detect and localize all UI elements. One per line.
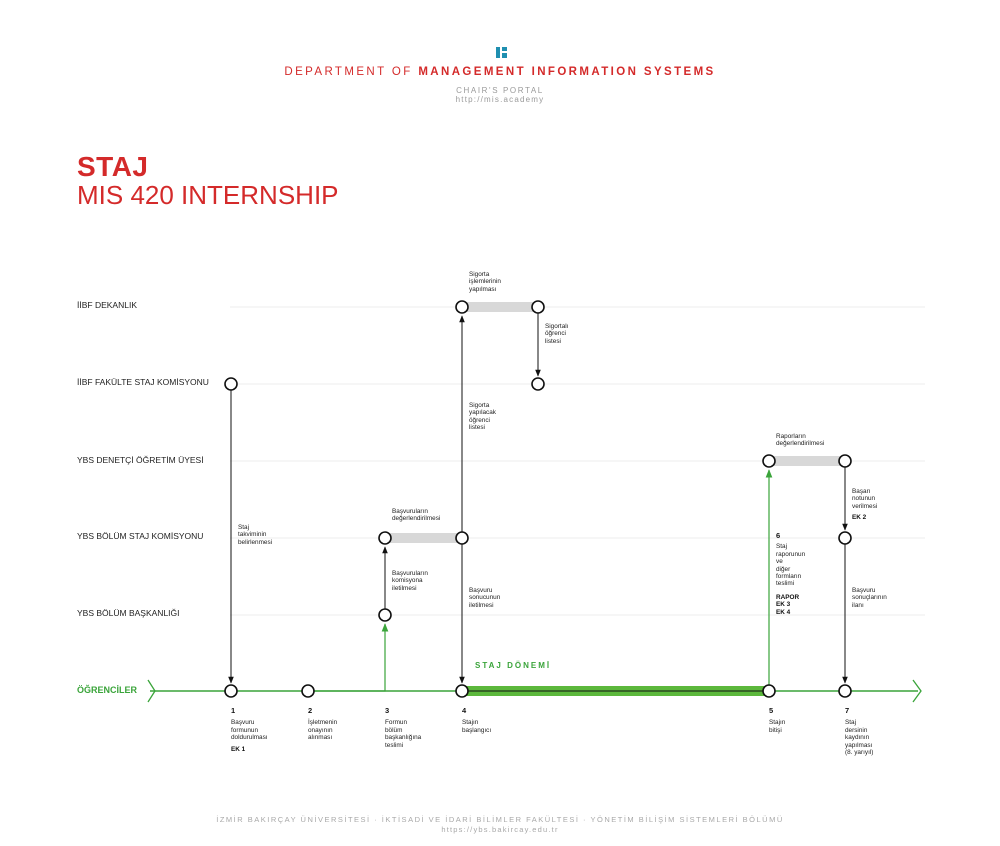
node-step-1: [224, 684, 238, 698]
lane-guides: [230, 306, 925, 616]
step-6-number: 6: [776, 531, 781, 540]
node-degerlendirme-baslangic: [378, 531, 392, 545]
node-fakulte-takvim: [224, 377, 238, 391]
timeline-end-chevron: [912, 679, 922, 703]
node-step-4: [455, 684, 469, 698]
lane-label-dekanlik: İİBF DEKANLIK: [77, 300, 137, 310]
portal-url[interactable]: http://mis.academy: [455, 95, 545, 104]
node-step-2: [301, 684, 315, 698]
lane-label-ogrenciler: ÖĞRENCİLER: [77, 685, 138, 695]
footer-institution: İZMİR BAKIRÇAY ÜNİVERSİTESİ · İKTİSADİ V…: [216, 815, 784, 824]
node-degerlendirme-bitis: [455, 531, 469, 545]
node-sigorta-islemleri: [455, 300, 469, 314]
department-name: MANAGEMENT INFORMATION SYSTEMS: [418, 66, 716, 78]
node-basari-notu: [838, 531, 852, 545]
node-step-5: [762, 684, 776, 698]
node-step-7: [838, 684, 852, 698]
node-sigortali-liste: [531, 300, 545, 314]
node-fakulte-sigortali: [531, 377, 545, 391]
department-title: DEPARTMENT OF MANAGEMENT INFORMATION SYS…: [0, 66, 1000, 78]
band-raporlar: [769, 456, 845, 466]
lane-label-fakulte-komisyon: İİBF FAKÜLTE STAJ KOMİSYONU: [77, 377, 209, 387]
staj-period-label: STAJ DÖNEMİ: [475, 661, 552, 670]
node-rapor-bitis: [838, 454, 852, 468]
lane-label-baskanlik: YBS BÖLÜM BAŞKANLIĞI: [77, 608, 180, 618]
department-prefix: DEPARTMENT OF: [284, 66, 413, 78]
portal-label: CHAIR'S PORTAL: [456, 86, 544, 95]
page-subtitle: MIS 420 INTERNSHIP: [77, 180, 339, 210]
band-sigorta: [462, 302, 538, 312]
footer-url[interactable]: https://ybs.bakircay.edu.tr: [441, 825, 559, 834]
node-baskanlik: [378, 608, 392, 622]
page-title: STAJ: [77, 151, 149, 182]
arrow-form-teslim: [308, 623, 389, 692]
node-rapor-baslangic: [762, 454, 776, 468]
lane-label-bolum-komisyon: YBS BÖLÜM STAJ KOMİSYONU: [77, 531, 204, 541]
band-degerlendirme: [385, 533, 461, 543]
department-logo: [496, 47, 507, 58]
lane-label-denetci: YBS DENETÇİ ÖĞRETİM ÜYESİ: [77, 455, 204, 465]
